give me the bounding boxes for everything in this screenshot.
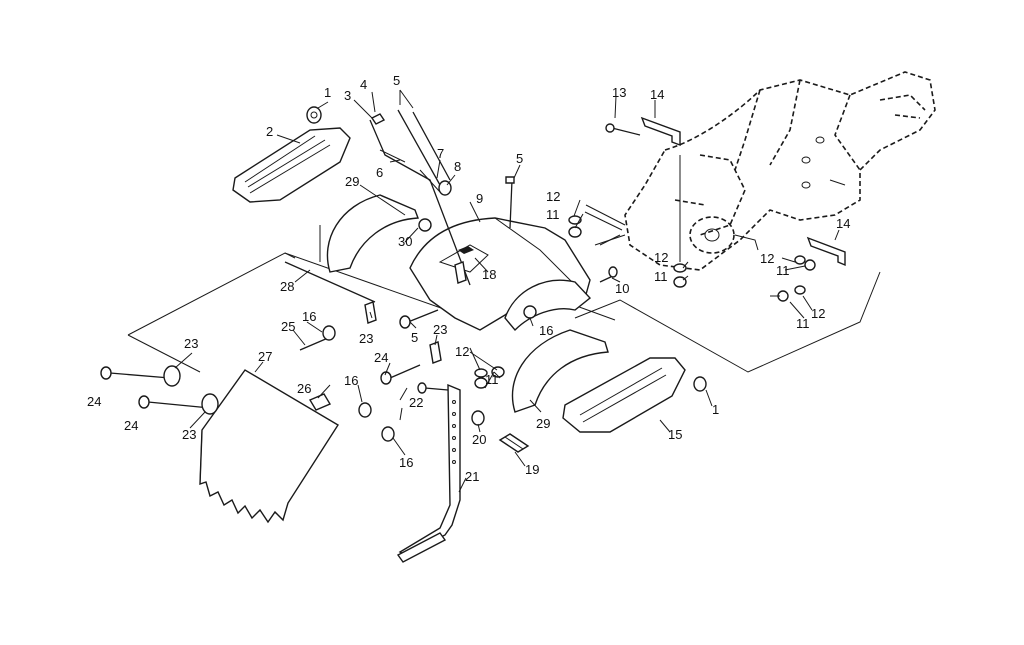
- callout-23: 23: [182, 427, 196, 442]
- assembly-lines: [127, 155, 881, 373]
- callout-30: 30: [398, 234, 412, 249]
- part-14-bracket-lower: [806, 236, 846, 267]
- callout-29: 29: [345, 174, 359, 189]
- part-29-deflector-lower: [511, 329, 609, 413]
- callout-25: 25: [281, 319, 295, 334]
- callout-5: 5: [516, 151, 523, 166]
- part-19-pin: [498, 433, 530, 453]
- part-9-hood: [409, 217, 592, 332]
- bolts: [100, 123, 641, 409]
- callout-1: 1: [324, 85, 331, 100]
- callout-23: 23: [433, 322, 447, 337]
- callout-21: 21: [465, 469, 479, 484]
- callout-28: 28: [280, 279, 294, 294]
- callout-18: 18: [482, 267, 496, 282]
- callout-11: 11: [546, 207, 560, 222]
- callout-24: 24: [87, 394, 101, 409]
- callout-7: 7: [437, 146, 444, 161]
- callout-1: 1: [712, 402, 719, 417]
- part-21-depth-stake: [396, 383, 461, 563]
- callout-11: 11: [796, 316, 810, 331]
- callout-16: 16: [344, 373, 358, 388]
- callout-16: 16: [399, 455, 413, 470]
- callout-11: 11: [485, 372, 499, 387]
- callout-13: 13: [612, 85, 626, 100]
- callout-6: 6: [376, 165, 383, 180]
- callout-14: 14: [836, 216, 850, 231]
- callout-10: 10: [615, 281, 629, 296]
- callout-15: 15: [668, 427, 682, 442]
- callout-20: 20: [472, 432, 486, 447]
- part-15-footrest: [562, 357, 686, 433]
- callout-2: 2: [266, 124, 273, 139]
- callout-27: 27: [258, 349, 272, 364]
- callout-9: 9: [476, 191, 483, 206]
- callouts: 1 2 3 4 5 6 7 8 29 9 5 12 11 13 14 30 18…: [87, 73, 850, 484]
- callout-4: 4: [360, 77, 367, 92]
- part-14-bracket-upper: [640, 116, 681, 147]
- callout-5: 5: [393, 73, 400, 88]
- leader-lines: [174, 89, 840, 493]
- part-27-drag: [199, 369, 339, 524]
- callout-5: 5: [411, 330, 418, 345]
- callout-12: 12: [654, 250, 668, 265]
- callout-23: 23: [184, 336, 198, 351]
- callout-12: 12: [760, 251, 774, 266]
- callout-14: 14: [650, 87, 664, 102]
- part-29-deflector-upper: [326, 194, 419, 273]
- callout-29: 29: [536, 416, 550, 431]
- callout-8: 8: [454, 159, 461, 174]
- callout-26: 26: [297, 381, 311, 396]
- hitch-rods: [369, 109, 471, 286]
- nuts-and-washers: [163, 106, 816, 442]
- callout-11: 11: [654, 269, 668, 284]
- callout-22: 22: [409, 395, 423, 410]
- part-2-footrest: [232, 127, 351, 203]
- callout-19: 19: [525, 462, 539, 477]
- callout-24: 24: [374, 350, 388, 365]
- callout-23: 23: [359, 331, 373, 346]
- part-28-rod: [284, 261, 376, 303]
- callout-16: 16: [302, 309, 316, 324]
- callout-3: 3: [344, 88, 351, 103]
- callout-12: 12: [811, 306, 825, 321]
- callout-24: 24: [124, 418, 138, 433]
- callout-16: 16: [539, 323, 553, 338]
- callout-12: 12: [455, 344, 469, 359]
- callout-12: 12: [546, 189, 560, 204]
- tiller-frame-outline: [584, 71, 936, 271]
- callout-11: 11: [776, 263, 790, 278]
